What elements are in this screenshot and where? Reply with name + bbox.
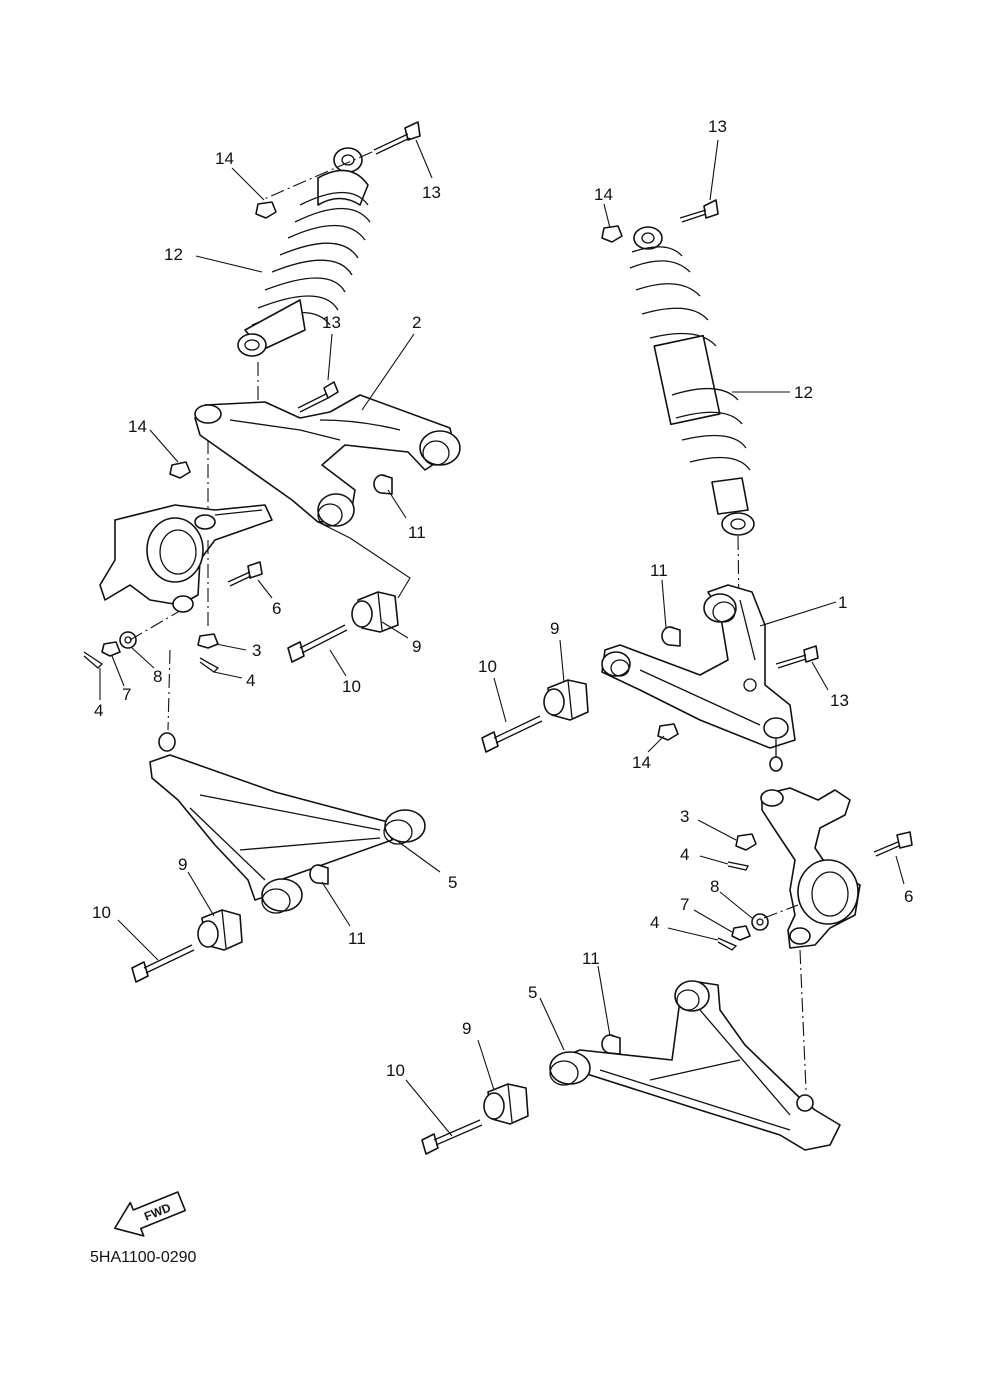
part-code: 5HA1100-0290: [90, 1249, 197, 1266]
callout-13: 13: [322, 313, 341, 332]
callout-7: 7: [680, 895, 689, 914]
callout-13: 13: [708, 117, 727, 136]
bolt-long-left-upper: [287, 624, 348, 663]
lower-arm-right: [549, 980, 841, 1151]
bolt-upper-arm-right: [775, 645, 819, 669]
callout-5: 5: [448, 873, 457, 892]
upper-arm-right: [601, 584, 796, 772]
callout-14: 14: [128, 417, 147, 436]
cotter-pin-right-b: [717, 937, 738, 951]
shock-absorber-left: [237, 147, 371, 420]
cotter-pin-right-a: [727, 861, 749, 871]
callout-9: 9: [412, 637, 421, 656]
washer-right: [751, 913, 769, 931]
nut-ball-joint-right: [731, 925, 751, 941]
nut-knuckle-left: [197, 633, 219, 649]
washer-left: [119, 631, 137, 649]
nut-right-top: [601, 225, 623, 243]
knuckle-left: [99, 504, 273, 630]
callout-3: 3: [252, 641, 261, 660]
collar-upper-right: [661, 626, 681, 647]
callout-14: 14: [632, 753, 651, 772]
callout-12: 12: [794, 383, 813, 402]
bolt-upper-arm-left: [297, 381, 339, 413]
knuckle-right: [760, 787, 861, 1091]
callout-8: 8: [710, 877, 719, 896]
bolt-knuckle-left: [227, 561, 263, 587]
shock-absorber-right: [629, 226, 755, 691]
bolt-knuckle-right: [873, 831, 913, 857]
callout-14: 14: [215, 149, 234, 168]
callout-6: 6: [904, 887, 913, 906]
callout-1: 1: [838, 593, 847, 612]
bolt-long-left-lower: [131, 944, 195, 983]
callout-3: 3: [680, 807, 689, 826]
leader-lines: [99, 139, 905, 1137]
callout-2: 2: [412, 313, 421, 332]
bolt-long-right-lower: [421, 1119, 483, 1155]
callout-10: 10: [342, 677, 361, 696]
callout-4: 4: [94, 701, 103, 720]
nut-upper-arm-left: [169, 461, 191, 479]
callout-13: 13: [830, 691, 849, 710]
collar-lower-left: [309, 864, 329, 885]
callout-4: 4: [650, 913, 659, 932]
cotter-pin-left-a: [199, 657, 220, 673]
callout-12: 12: [164, 245, 183, 264]
nut-ball-joint-left: [101, 641, 121, 657]
callout-5: 5: [528, 983, 537, 1002]
callout-11: 11: [650, 561, 668, 580]
callout-8: 8: [153, 667, 162, 686]
callout-9: 9: [462, 1019, 471, 1038]
bolt-right-top: [679, 199, 719, 223]
callout-7: 7: [122, 685, 131, 704]
bushing-right-lower: [483, 1083, 529, 1125]
bushing-left-upper: [351, 591, 399, 633]
cotter-pin-left-b: [83, 651, 104, 669]
callout-11: 11: [408, 523, 426, 542]
bushing-left-lower: [197, 909, 243, 951]
callout-9: 9: [550, 619, 559, 638]
bolt-long-right-upper: [481, 715, 543, 753]
collar-upper-left: [373, 474, 393, 495]
callout-11: 11: [348, 929, 366, 948]
nut-left-top: [255, 201, 277, 219]
nut-knuckle-right: [735, 833, 757, 851]
callout-11: 11: [582, 949, 600, 968]
callout-13: 13: [422, 183, 441, 202]
collar-lower-right: [601, 1034, 621, 1055]
callout-4: 4: [246, 671, 255, 690]
upper-arm-left: [194, 394, 461, 527]
bolt-left-top: [261, 121, 421, 201]
callout-10: 10: [386, 1061, 405, 1080]
forward-direction-arrow: FWD: [113, 1191, 187, 1237]
callout-9: 9: [178, 855, 187, 874]
nut-upper-arm-right: [657, 723, 679, 741]
callout-numbers: 14 13 12 13 2 14 11 6 3 4 9 10 4 7 8 5 9…: [92, 117, 913, 1080]
callout-4: 4: [680, 845, 689, 864]
callout-6: 6: [272, 599, 281, 618]
callout-14: 14: [594, 185, 613, 204]
callout-10: 10: [478, 657, 497, 676]
callout-10: 10: [92, 903, 111, 922]
lower-arm-left: [149, 649, 426, 914]
bushing-right-upper: [543, 679, 589, 721]
